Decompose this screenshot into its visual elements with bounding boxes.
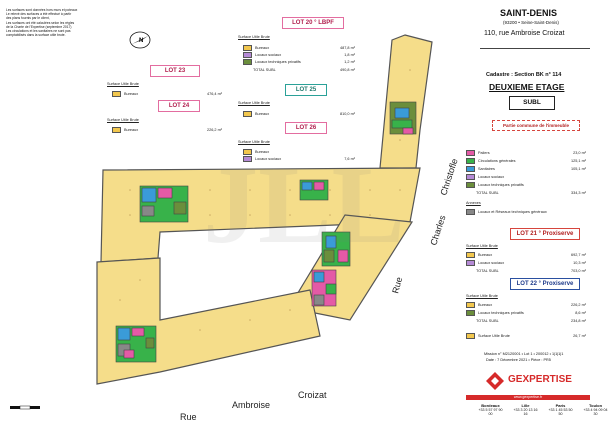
lot-20-label: LOT 20 ° LBPF xyxy=(282,17,344,29)
subl-badge: SUBL xyxy=(509,96,555,110)
note-line: des plans fournis par le client, xyxy=(6,16,50,21)
north-arrow-icon: N xyxy=(129,31,151,49)
gexpertise-logo-icon xyxy=(486,372,504,390)
document-date: Date : 7 Décembre 2021 • Pièce : PR5 xyxy=(486,358,551,362)
note-line: comptabilisés dans la surface utile brut… xyxy=(6,33,66,38)
lot-22-label: LOT 22 ° Proxiserve xyxy=(510,278,580,290)
note-line: Les surfaces sont données hors murs et p… xyxy=(6,8,78,12)
lot-26-heading: Surface Utile Brute xyxy=(238,140,270,144)
street-label: Croizat xyxy=(298,390,327,400)
note-line: Les circulations et les sanitaires ne so… xyxy=(6,29,71,34)
website-bar: www.gexpertise.fr xyxy=(466,395,590,400)
office-cities: Bordeaux+33 5 57 97 90 00 Lille+33 3 20 … xyxy=(478,403,608,416)
floor-title: DEUXIEME ETAGE xyxy=(489,82,565,92)
note-line: Le relevé des surfaces a été effectué à … xyxy=(6,12,72,17)
svg-text:N: N xyxy=(139,38,143,44)
lot-25-heading: Surface Utile Brute xyxy=(238,101,270,105)
lot-22-heading: Surface Utile Brute xyxy=(466,294,498,298)
city-title: SAINT-DENIS xyxy=(500,8,558,18)
cadastre: Cadastre : Section BK n° 114 xyxy=(486,72,562,78)
lot-26-row: Bureaux xyxy=(243,149,355,155)
scale-bar xyxy=(10,405,40,410)
office-area xyxy=(96,257,321,385)
lot-23-label: LOT 23 xyxy=(150,65,200,77)
gexpertise-logo: GEXPERTISE xyxy=(484,370,580,392)
lot-26-label: LOT 26 xyxy=(285,122,327,134)
brand-name: GEXPERTISE xyxy=(508,374,572,385)
city-entry: Paris+33 1 45 53 50 50 xyxy=(548,403,573,416)
lot-20-heading: Surface Utile Brute xyxy=(238,35,270,39)
address: 110, rue Ambroise Croizat xyxy=(484,30,565,37)
postcode: (93200 • Seine-Saint-Denis) xyxy=(503,20,559,25)
note-line: Les surfaces ont été calculées selon les… xyxy=(6,20,75,25)
annex-row: Locaux et Réseaux techniques généraux xyxy=(466,209,586,215)
city-entry: Toulon+33 4 94 09 04 30 xyxy=(583,403,608,416)
lot-24-heading: Surface Utile Brute xyxy=(107,118,139,122)
common-area-badge: Partie commune de l'immeuble xyxy=(492,120,580,131)
city-entry: Bordeaux+33 5 57 97 90 00 xyxy=(478,403,503,416)
annexes-heading: Annexes xyxy=(466,201,481,205)
city-entry: Lille+33 3 20 13 16 16 xyxy=(513,403,538,416)
street-label: Charles xyxy=(428,214,447,247)
street-label: Rue xyxy=(180,412,197,422)
lot-24-label: LOT 24 xyxy=(158,100,200,112)
common-row: Locaux sociaux xyxy=(466,174,586,180)
street-label: Christofle xyxy=(438,157,459,196)
mission-reference: Mission n° M2120001 • Lot 1 • 200012 • 1… xyxy=(484,352,564,356)
lot-23-heading: Surface Utile Brute xyxy=(107,82,139,86)
lot-25-label: LOT 25 xyxy=(285,84,327,96)
lot-21-heading: Surface Utile Brute xyxy=(466,244,498,248)
street-label: Ambroise xyxy=(232,400,270,410)
watermark-text: JLL xyxy=(203,144,405,266)
divider xyxy=(480,48,590,49)
notes-block: Les surfaces sont données hors murs et p… xyxy=(6,8,124,37)
lot-21-label: LOT 21 ° Proxiserve xyxy=(510,228,580,240)
note-line: de la Charte de l'Expertise (septembre 2… xyxy=(6,24,72,29)
street-label: Rue xyxy=(390,276,404,295)
common-row: Locaux techniques privatifs xyxy=(466,182,586,188)
